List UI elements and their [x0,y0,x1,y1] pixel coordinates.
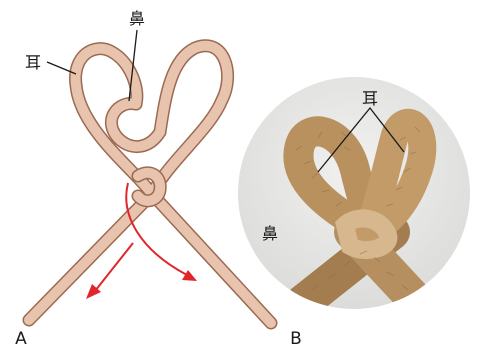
ear-label: 耳 [25,53,41,72]
end-b-label: B [290,329,302,349]
photo-ears-label: 耳 [362,89,378,108]
left-leg [29,194,152,320]
finished-photo: 耳 鼻 [238,77,470,309]
arrow-right-head [182,270,197,281]
end-a-label: A [15,329,27,349]
nose-label: 鼻 [129,9,145,28]
right-ear-loop [152,46,228,194]
photo-nose-label: 鼻 [262,224,278,243]
